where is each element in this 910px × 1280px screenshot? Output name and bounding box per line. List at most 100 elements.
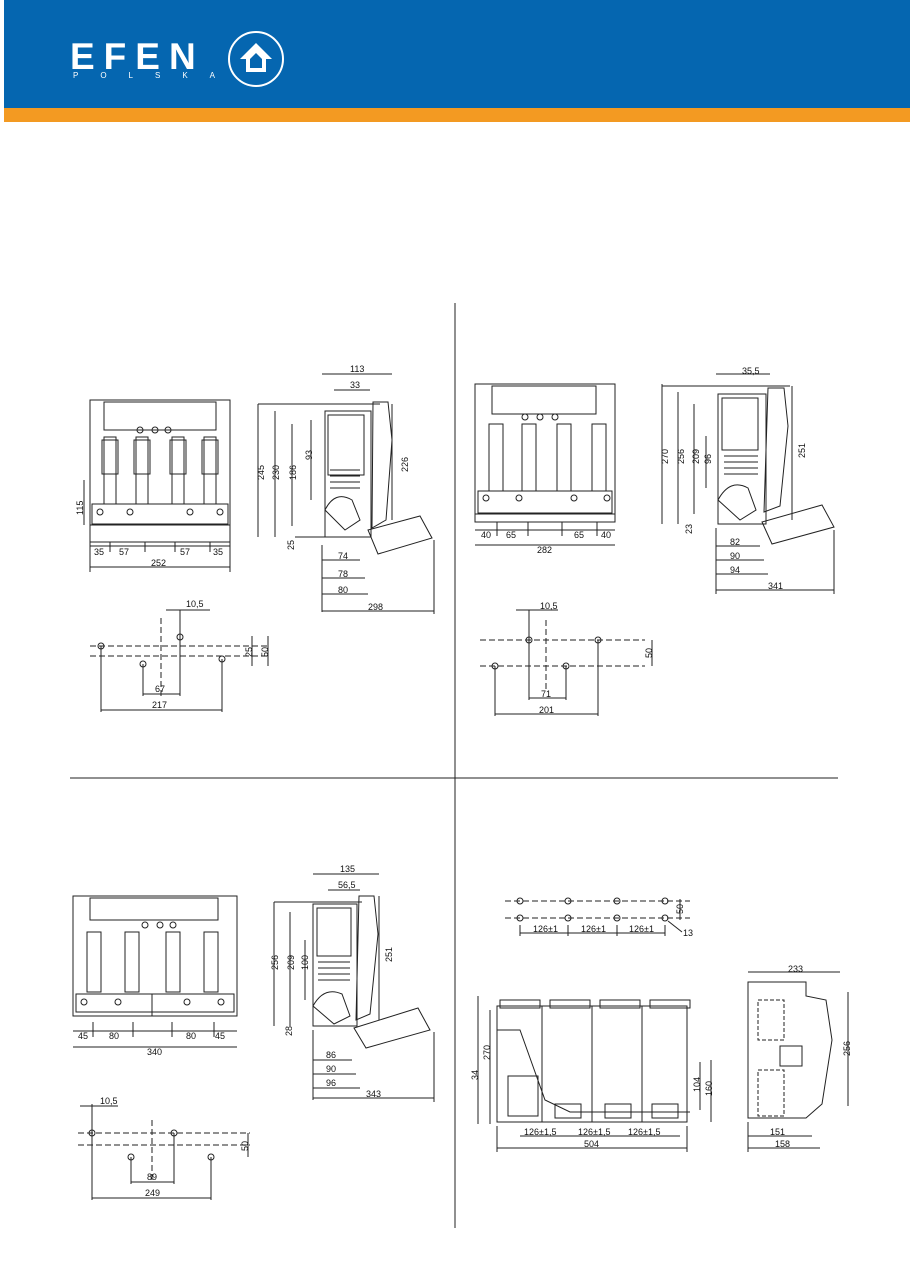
dim-label: 126±1 bbox=[581, 924, 606, 934]
brand-name: EFEN bbox=[70, 36, 205, 77]
dim-label: 74 bbox=[338, 551, 348, 561]
dim-label: 45 bbox=[78, 1031, 88, 1041]
dim-label: 25 bbox=[244, 647, 254, 657]
dim-label: 80 bbox=[109, 1031, 119, 1041]
dim-label: 89 bbox=[147, 1172, 157, 1182]
q3-side-dims: 135 56,5 256 209 100 251 28 86 90 96 343 bbox=[270, 864, 394, 1099]
dim-label: 282 bbox=[537, 545, 552, 555]
dim-label: 50 bbox=[240, 1141, 250, 1151]
q4-hole-dims: 126±1 126±1 126±1 50 13 bbox=[533, 904, 693, 938]
dim-label: 45 bbox=[215, 1031, 225, 1041]
dim-label: 230 bbox=[271, 465, 281, 480]
efen-house-logo-icon bbox=[228, 31, 284, 87]
dim-label: 82 bbox=[730, 537, 740, 547]
dim-label: 104 bbox=[692, 1077, 702, 1092]
dim-label: 56,5 bbox=[338, 880, 356, 890]
q3-front-view bbox=[72, 895, 238, 1048]
q2-side-dims: 35,5 270 256 209 96 251 23 82 90 94 341 bbox=[660, 366, 807, 591]
dim-label: 270 bbox=[482, 1045, 492, 1060]
dim-label: 135 bbox=[340, 864, 355, 874]
dim-label: 186 bbox=[288, 465, 298, 480]
dim-label: 251 bbox=[384, 947, 394, 962]
q1-front-dims: 115 35 57 57 35 252 bbox=[75, 501, 223, 568]
dim-label: 34 bbox=[470, 1070, 480, 1080]
orange-stripe bbox=[4, 108, 910, 122]
dim-label: 35 bbox=[94, 547, 104, 557]
dim-label: 249 bbox=[145, 1188, 160, 1198]
dim-label: 151 bbox=[770, 1127, 785, 1137]
q2-hole-dims: 10,5 50 71 201 bbox=[539, 601, 654, 715]
dim-label: 158 bbox=[775, 1139, 790, 1149]
dim-label: 28 bbox=[284, 1026, 294, 1036]
q4-hole-pattern bbox=[505, 897, 690, 936]
dim-label: 50 bbox=[644, 648, 654, 658]
dim-label: 96 bbox=[326, 1078, 336, 1088]
dim-label: 270 bbox=[660, 449, 670, 464]
dim-label: 65 bbox=[506, 530, 516, 540]
dim-label: 50 bbox=[675, 904, 685, 914]
q3-hole-pattern bbox=[78, 1104, 250, 1200]
dim-label: 86 bbox=[326, 1050, 336, 1060]
dim-label: 33 bbox=[350, 380, 360, 390]
dim-label: 40 bbox=[481, 530, 491, 540]
dim-label: 126±1,5 bbox=[628, 1127, 660, 1137]
dim-label: 341 bbox=[768, 581, 783, 591]
q3-side-view bbox=[273, 873, 435, 1102]
dim-label: 504 bbox=[584, 1139, 599, 1149]
dim-label: 209 bbox=[691, 449, 701, 464]
dim-label: 209 bbox=[286, 955, 296, 970]
dim-label: 201 bbox=[539, 705, 554, 715]
q1-side-dims: 113 33 245 230 186 93 226 25 74 78 80 29… bbox=[256, 364, 410, 612]
dim-label: 71 bbox=[541, 689, 551, 699]
q3-front-dims: 45 80 80 45 340 bbox=[78, 1031, 225, 1057]
dim-label: 343 bbox=[366, 1089, 381, 1099]
dim-label: 25 bbox=[286, 540, 296, 550]
q4-side-view bbox=[747, 971, 849, 1152]
quadrant-dividers bbox=[70, 303, 838, 1228]
q4-side-dims: 233 256 151 158 bbox=[770, 964, 852, 1149]
q1-hole-pattern bbox=[90, 609, 270, 712]
q1-hole-dims: 10,5 25 50 67 217 bbox=[152, 599, 270, 710]
dim-label: 78 bbox=[338, 569, 348, 579]
q2-side-view bbox=[661, 373, 835, 594]
dim-label: 251 bbox=[797, 443, 807, 458]
dim-label: 10,5 bbox=[186, 599, 204, 609]
dim-label: 233 bbox=[788, 964, 803, 974]
dim-label: 256 bbox=[676, 449, 686, 464]
dim-label: 10,5 bbox=[100, 1096, 118, 1106]
dim-label: 23 bbox=[684, 524, 694, 534]
dim-label: 217 bbox=[152, 700, 167, 710]
dim-label: 90 bbox=[730, 551, 740, 561]
dim-label: 115 bbox=[75, 501, 85, 515]
q2-hole-pattern bbox=[480, 609, 653, 716]
dim-label: 340 bbox=[147, 1047, 162, 1057]
dim-label: 57 bbox=[119, 547, 129, 557]
dim-label: 126±1 bbox=[629, 924, 654, 934]
header-bar bbox=[4, 0, 910, 108]
dim-label: 80 bbox=[338, 585, 348, 595]
dim-label: 90 bbox=[326, 1064, 336, 1074]
dim-label: 113 bbox=[350, 364, 364, 374]
dim-label: 93 bbox=[304, 450, 314, 460]
dim-label: 80 bbox=[186, 1031, 196, 1041]
dim-label: 252 bbox=[151, 558, 166, 568]
dim-label: 57 bbox=[180, 547, 190, 557]
dim-label: 245 bbox=[256, 465, 266, 480]
dim-label: 298 bbox=[368, 602, 383, 612]
dim-label: 67 bbox=[155, 684, 165, 694]
brand-subtitle: POLSKA bbox=[73, 71, 238, 80]
q4-front-view bbox=[477, 996, 712, 1152]
q2-front-view bbox=[474, 383, 616, 546]
dim-label: 35,5 bbox=[742, 366, 760, 376]
dim-label: 94 bbox=[730, 565, 740, 575]
dim-label: 40 bbox=[601, 530, 611, 540]
q3-hole-dims: 10,5 50 89 249 bbox=[100, 1096, 250, 1198]
q1-front-view bbox=[83, 399, 231, 572]
dim-label: 160 bbox=[704, 1081, 714, 1096]
dim-label: 35 bbox=[213, 547, 223, 557]
dim-label: 13 bbox=[683, 928, 693, 938]
dim-label: 126±1 bbox=[533, 924, 558, 934]
q4-front-dims: 34 270 126±1,5 126±1,5 126±1,5 504 104 1… bbox=[470, 1045, 714, 1149]
dim-label: 126±1,5 bbox=[524, 1127, 556, 1137]
